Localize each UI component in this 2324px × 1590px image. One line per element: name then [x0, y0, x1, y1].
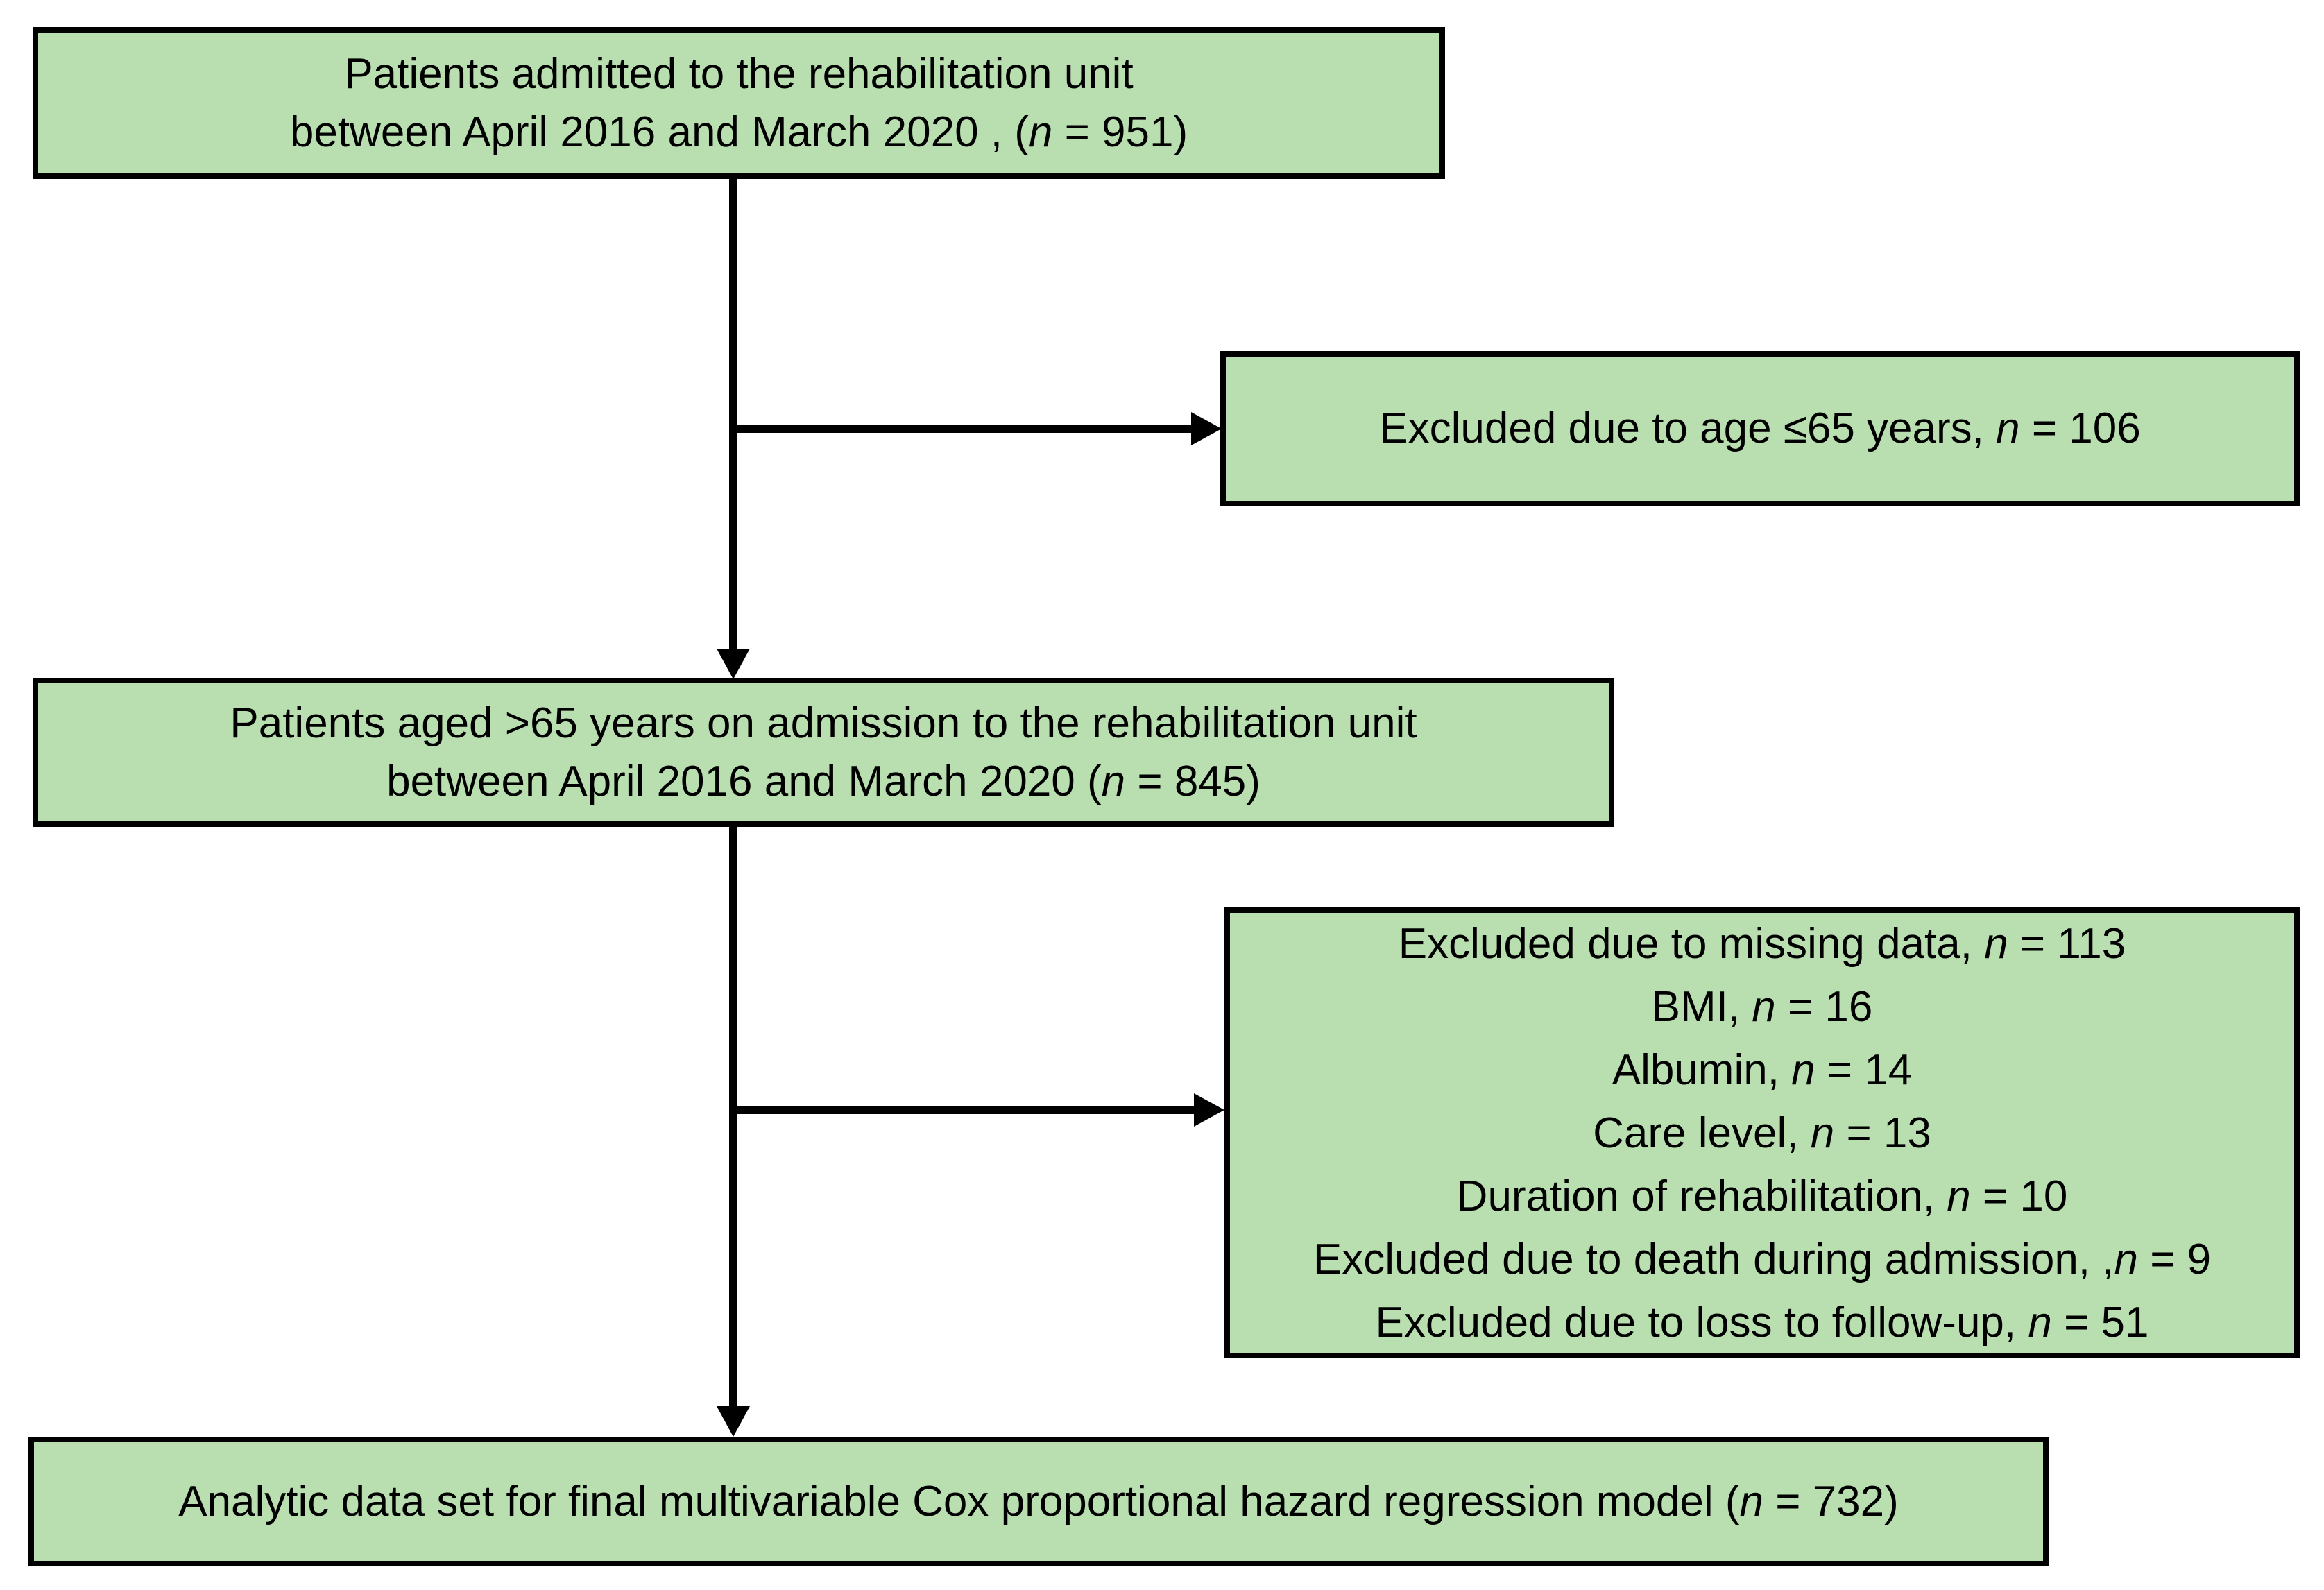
- text-segment: Albumin,: [1612, 1045, 1792, 1094]
- text-segment: = 732): [1763, 1477, 1899, 1525]
- down-arrowhead-icon: [717, 1406, 750, 1437]
- text-segment: = 9: [2137, 1235, 2212, 1283]
- italic-n-text: n: [1810, 1109, 1835, 1157]
- italic-n-text: n: [1996, 404, 2020, 452]
- text-line: Excluded due to loss to follow-up, n = 5…: [1376, 1291, 2149, 1354]
- italic-n-text: n: [1752, 982, 1776, 1031]
- text-segment: = 14: [1815, 1045, 1913, 1094]
- text-line: between April 2016 and March 2020 , (n =…: [290, 103, 1188, 162]
- text-line: Duration of rehabilitation, n = 10: [1457, 1165, 2068, 1228]
- text-line: Excluded due to age ≤65 years, n = 106: [1379, 400, 2140, 458]
- text-segment: = 106: [2019, 404, 2141, 452]
- text-line: Care level, n = 13: [1593, 1102, 1931, 1165]
- text-segment: = 845): [1125, 757, 1261, 805]
- text-line: Albumin, n = 14: [1612, 1038, 1913, 1102]
- text-line: Patients aged >65 years on admission to …: [230, 694, 1417, 753]
- flow-box-aged-over-65: Patients aged >65 years on admission to …: [33, 678, 1614, 827]
- arrow-line-aged-to-analytic: [729, 827, 737, 1408]
- text-segment: = 13: [1834, 1109, 1931, 1157]
- text-segment: Duration of rehabilitation,: [1456, 1172, 1947, 1220]
- right-arrowhead-icon: [1191, 412, 1222, 445]
- text-segment: Excluded due to missing data,: [1398, 919, 1985, 968]
- text-segment: Excluded due to loss to follow-up,: [1375, 1298, 2028, 1347]
- text-line: Patients admitted to the rehabilitation …: [344, 45, 1133, 103]
- text-line: between April 2016 and March 2020 (n = 8…: [386, 753, 1261, 811]
- right-arrowhead-icon: [1194, 1093, 1224, 1127]
- text-line: Excluded due to death during admission, …: [1313, 1228, 2211, 1291]
- italic-n-text: n: [1739, 1477, 1764, 1525]
- text-segment: = 10: [1970, 1172, 2068, 1220]
- text-segment: BMI,: [1651, 982, 1752, 1031]
- text-segment: = 951): [1052, 108, 1188, 156]
- flow-box-analytic-dataset: Analytic data set for final multivariabl…: [28, 1437, 2049, 1566]
- text-segment: Patients aged >65 years on admission to …: [230, 699, 1417, 747]
- text-line: Excluded due to missing data, n = 113: [1399, 912, 2126, 975]
- italic-n-text: n: [1791, 1045, 1815, 1094]
- italic-n-text: n: [1947, 1172, 1971, 1220]
- text-segment: = 113: [2008, 919, 2126, 968]
- flow-box-admitted-patients: Patients admitted to the rehabilitation …: [33, 27, 1445, 179]
- text-segment: Analytic data set for final multivariabl…: [178, 1477, 1740, 1525]
- text-segment: between April 2016 and March 2020 (: [386, 757, 1102, 805]
- text-segment: Care level,: [1593, 1109, 1811, 1157]
- italic-n-text: n: [1984, 919, 2008, 968]
- italic-n-text: n: [1101, 757, 1126, 805]
- text-segment: = 16: [1775, 982, 1873, 1031]
- down-arrowhead-icon: [717, 649, 750, 679]
- flow-box-excluded-age: Excluded due to age ≤65 years, n = 106: [1220, 351, 2300, 506]
- arrow-line-admitted-to-aged: [729, 178, 737, 650]
- arrow-line-to-excluded-age: [729, 425, 1193, 433]
- text-segment: = 51: [2051, 1298, 2149, 1347]
- italic-n-text: n: [2114, 1235, 2138, 1283]
- text-segment: between April 2016 and March 2020 , (: [289, 108, 1029, 156]
- text-segment: Excluded due to age ≤65 years,: [1379, 404, 1997, 452]
- text-segment: Excluded due to death during admission, …: [1313, 1235, 2114, 1283]
- italic-n-text: n: [2028, 1298, 2052, 1347]
- text-segment: Patients admitted to the rehabilitation …: [344, 49, 1134, 98]
- text-line: BMI, n = 16: [1652, 975, 1873, 1038]
- italic-n-text: n: [1028, 108, 1053, 156]
- arrow-line-to-excluded-missing: [729, 1106, 1195, 1114]
- text-line: Analytic data set for final multivariabl…: [178, 1473, 1899, 1531]
